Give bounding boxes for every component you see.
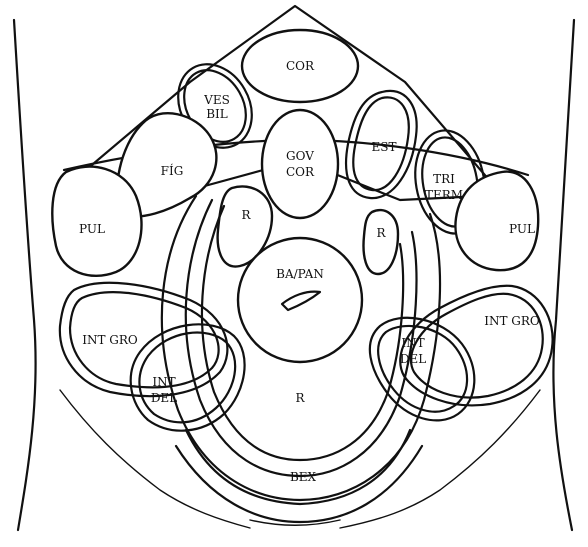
bex-inner-arc — [176, 446, 422, 522]
label-r-right: R — [376, 226, 386, 240]
region-r-right — [364, 210, 398, 274]
groin-fold-left — [60, 390, 250, 528]
label-est: EST — [372, 140, 397, 154]
label-int-del-right: INT — [401, 336, 424, 350]
torso-left-outline — [14, 20, 36, 530]
label-bex: BEX — [290, 470, 317, 484]
torso-right-outline — [553, 20, 574, 530]
label-pul-right: PUL — [509, 222, 535, 236]
label-fig: FÍG — [161, 163, 184, 178]
label-int-del-left: INT — [152, 375, 175, 389]
region-pul-right — [455, 172, 538, 271]
region-ba-pan — [238, 238, 362, 362]
bex-outer-arc — [186, 430, 410, 504]
label-del-left: DEL — [151, 391, 177, 405]
label-r-left: R — [241, 208, 251, 222]
label-term: TERM — [425, 188, 463, 202]
region-int-gro-right-inner — [411, 294, 543, 398]
label-gov: GOV — [286, 149, 314, 163]
label-pul-left: PUL — [79, 222, 105, 236]
region-gov-cor — [262, 110, 338, 218]
label-gov-cor: COR — [286, 165, 315, 179]
label-r-lower: R — [295, 391, 305, 405]
label-ba-pan: BA/PAN — [276, 267, 324, 281]
label-tri: TRI — [433, 172, 455, 186]
label-int-gro-left: INT GRO — [82, 333, 138, 347]
label-bil: BIL — [206, 107, 228, 121]
label-ves: VES — [203, 93, 230, 107]
label-int-gro-right: INT GRO — [484, 314, 540, 328]
label-cor: COR — [286, 59, 315, 73]
label-del-right: DEL — [400, 352, 426, 366]
